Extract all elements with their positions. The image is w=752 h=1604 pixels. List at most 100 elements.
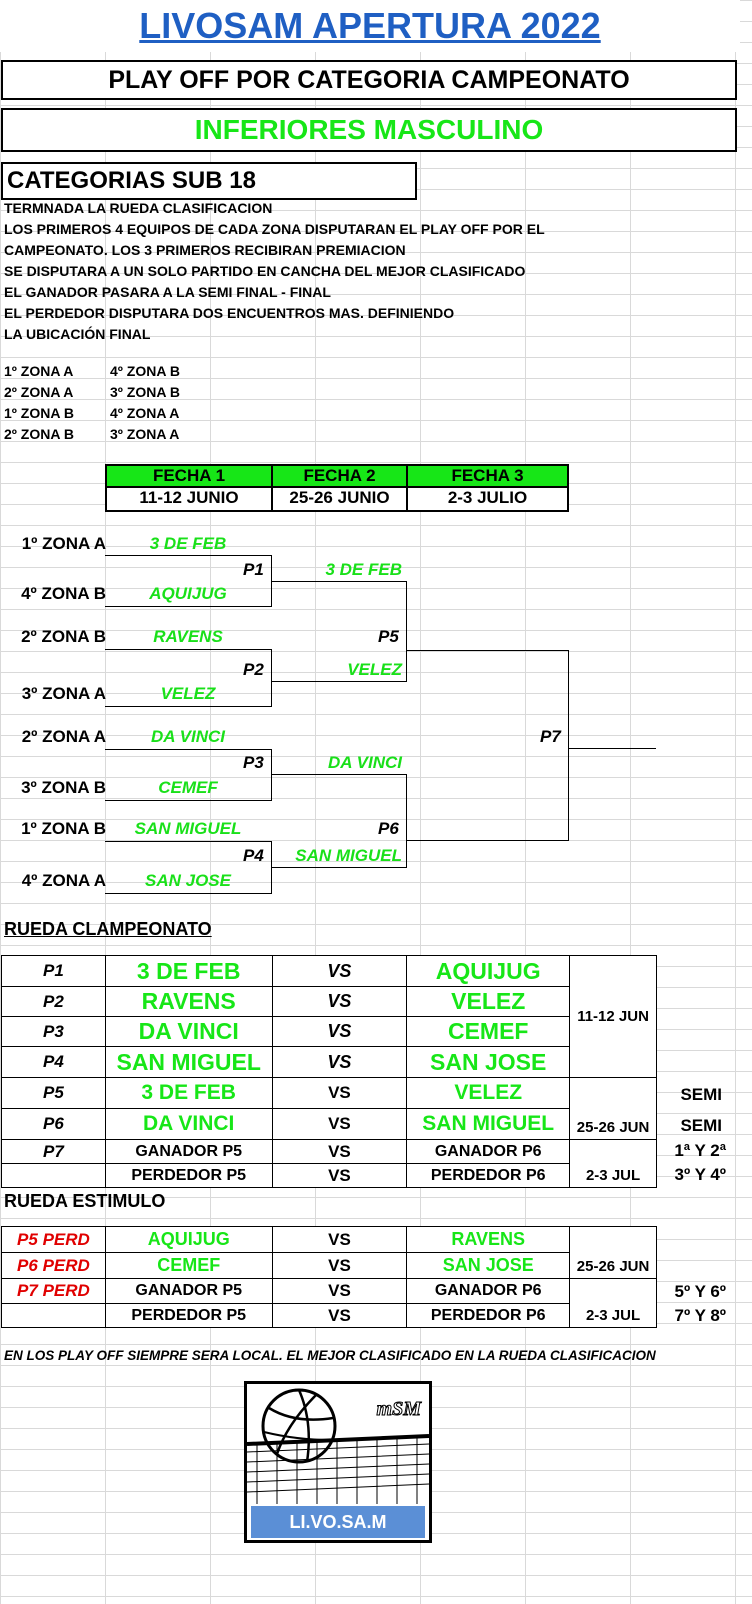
vs-label: VS xyxy=(271,1163,408,1188)
match-id xyxy=(1,1163,106,1188)
result-note: SEMI xyxy=(680,1116,722,1135)
home-team: GANADOR P5 xyxy=(104,1139,273,1164)
bracket-team: RAVENS xyxy=(153,627,223,646)
fecha-2-date: 25-26 JUNIO xyxy=(271,486,408,512)
away-team: SAN JOSE xyxy=(406,1046,571,1078)
bracket-line xyxy=(105,841,272,842)
description-line: TERMNADA LA RUEDA CLASIFICACION xyxy=(4,200,273,216)
home-team: CEMEF xyxy=(104,1252,273,1279)
match-date: 11-12 JUN xyxy=(569,955,657,1078)
table-row: P2 RAVENS VS VELEZ xyxy=(1,986,657,1017)
home-team: 3 DE FEB xyxy=(104,955,273,987)
bracket-match-label: P1 xyxy=(243,560,264,579)
campeonato-table: P1 3 DE FEB VS AQUIJUG 11-12 JUN P2 RAVE… xyxy=(1,955,657,1188)
zone-pair-home: 1º ZONA B xyxy=(4,405,74,421)
result-note: 1ª Y 2ª xyxy=(674,1141,726,1160)
bracket-seed: 1º ZONA B xyxy=(21,819,106,838)
table-row: P7 GANADOR P5 VS GANADOR P6 2-3 JUL xyxy=(1,1139,657,1188)
match-id: P1 xyxy=(1,955,106,987)
bracket-line xyxy=(105,706,272,707)
description-line: CAMPEONATO. LOS 3 PRIMEROS RECIBIRAN PRE… xyxy=(4,242,406,258)
match-date: 2-3 JUL xyxy=(569,1139,657,1188)
bracket-match-label: P2 xyxy=(243,660,264,679)
bracket-line xyxy=(105,649,272,650)
vs-label: VS xyxy=(271,1046,408,1078)
home-team: DA VINCI xyxy=(104,1016,273,1047)
bracket-seed: 3º ZONA B xyxy=(21,778,106,797)
page-title: LIVOSAM APERTURA 2022 xyxy=(0,0,740,52)
table-row: PERDEDOR P5 VS PERDEDOR P6 xyxy=(1,1163,657,1188)
match-id: P6 xyxy=(1,1108,106,1140)
bracket-line xyxy=(271,649,272,707)
table-row: P4 SAN MIGUEL VS SAN JOSE xyxy=(1,1046,657,1078)
home-team: AQUIJUG xyxy=(104,1226,273,1253)
bracket-line xyxy=(105,749,272,750)
bracket-team: AQUIJUG xyxy=(149,584,227,603)
bracket-seed: 2º ZONA B xyxy=(21,627,106,646)
away-team: VELEZ xyxy=(406,1077,571,1109)
table-row: P5 PERD AQUIJUG VS RAVENS 25-26 JUN xyxy=(1,1226,657,1279)
bracket-match-label: P7 xyxy=(540,727,561,746)
result-note: SEMI xyxy=(680,1085,722,1104)
bracket-round2-team: VELEZ xyxy=(347,660,402,679)
bracket-match-label: P3 xyxy=(243,753,264,772)
fecha-3-date: 2-3 JULIO xyxy=(406,486,569,512)
logo-monogram: mSM xyxy=(376,1398,421,1421)
footer-note: EN LOS PLAY OFF SIEMPRE SERA LOCAL. EL M… xyxy=(4,1348,656,1363)
page-subtitle: PLAY OFF POR CATEGORIA CAMPEONATO xyxy=(1,60,737,100)
vs-label: VS xyxy=(271,986,408,1017)
result-note: 3º Y 4º xyxy=(674,1165,727,1184)
home-team: PERDEDOR P5 xyxy=(104,1163,273,1188)
match-date: 25-26 JUN xyxy=(569,1077,657,1140)
bracket-round2-team: DA VINCI xyxy=(328,753,402,772)
zone-pair-away: 3º ZONA A xyxy=(110,426,180,442)
away-team: SAN MIGUEL xyxy=(406,1108,571,1140)
bracket-match-label: P4 xyxy=(243,846,264,865)
home-team: PERDEDOR P5 xyxy=(104,1303,273,1328)
table-row: PERDEDOR P5 VS PERDEDOR P6 xyxy=(1,1303,657,1328)
division-title: INFERIORES MASCULINO xyxy=(1,108,737,152)
match-id: P7 PERD xyxy=(1,1278,106,1304)
bracket-round2-team: SAN MIGUEL xyxy=(295,846,402,865)
home-team: SAN MIGUEL xyxy=(104,1046,273,1078)
category-title: CATEGORIAS SUB 18 xyxy=(1,162,417,200)
vs-label: VS xyxy=(271,955,408,987)
bracket-line xyxy=(271,774,407,775)
fecha-1-header: FECHA 1 xyxy=(105,464,273,488)
vs-label: VS xyxy=(271,1252,408,1279)
away-team: GANADOR P6 xyxy=(406,1139,571,1164)
estimulo-title: RUEDA ESTIMULO xyxy=(4,1191,166,1211)
away-team: CEMEF xyxy=(406,1016,571,1047)
description-line: SE DISPUTARA A UN SOLO PARTIDO EN CANCHA… xyxy=(4,263,526,279)
match-id: P6 PERD xyxy=(1,1252,106,1279)
bracket-line xyxy=(406,581,407,682)
match-date: 2-3 JUL xyxy=(569,1278,657,1328)
zone-pair-home: 2º ZONA A xyxy=(4,384,74,400)
away-team: PERDEDOR P6 xyxy=(406,1163,571,1188)
fecha-1-date: 11-12 JUNIO xyxy=(105,486,273,512)
fecha-3-header: FECHA 3 xyxy=(406,464,569,488)
match-id: P2 xyxy=(1,986,106,1017)
bracket-team: CEMEF xyxy=(158,778,218,797)
description-line: LA UBICACIÓN FINAL xyxy=(4,326,151,342)
vs-label: VS xyxy=(271,1226,408,1253)
zone-pair-home: 2º ZONA B xyxy=(4,426,74,442)
away-team: RAVENS xyxy=(406,1226,571,1253)
bracket-match-label: P5 xyxy=(378,627,399,646)
vs-label: VS xyxy=(271,1303,408,1328)
bracket-line xyxy=(568,748,656,749)
campeonato-title: RUEDA CLAMPEONATO xyxy=(4,919,212,939)
vs-label: VS xyxy=(271,1139,408,1164)
volleyball-net-icon xyxy=(247,1388,429,1504)
bracket-line xyxy=(271,749,272,801)
match-id: P5 xyxy=(1,1077,106,1109)
logo-name: LI.VO.SA.M xyxy=(251,1506,425,1538)
away-team: AQUIJUG xyxy=(406,955,571,987)
bracket-seed: 4º ZONA B xyxy=(21,584,106,603)
home-team: RAVENS xyxy=(104,986,273,1017)
bracket-line xyxy=(406,774,407,868)
description-line: EL PERDEDOR DISPUTARA DOS ENCUENTROS MAS… xyxy=(4,305,455,321)
match-date: 25-26 JUN xyxy=(569,1226,657,1279)
